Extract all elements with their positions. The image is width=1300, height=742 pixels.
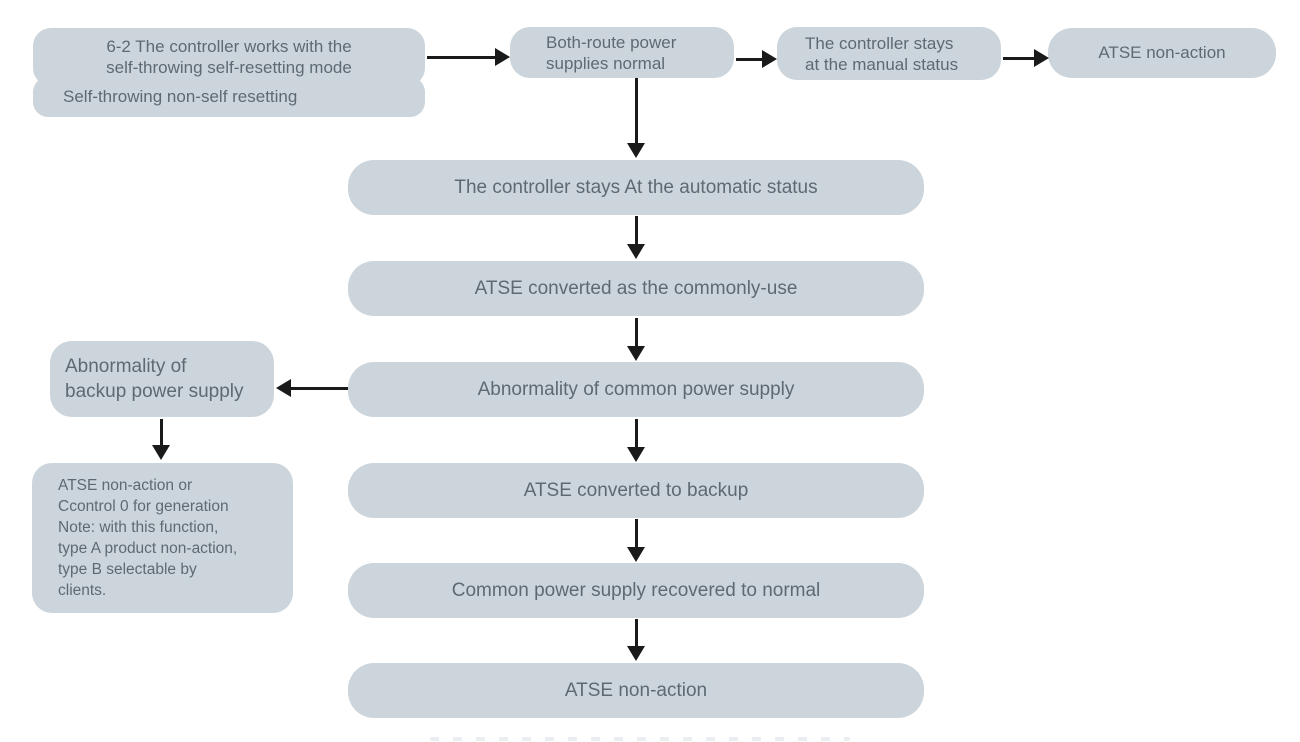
- node-text-line: type B selectable by: [58, 561, 197, 578]
- arrow-both-route-to-manual: [736, 58, 762, 61]
- node-text-line: Ccontrol 0 for generation: [58, 498, 229, 515]
- arrow-mode-to-both-route: [427, 56, 495, 59]
- node-controller-manual-status: The controller stays at the manual statu…: [777, 27, 1001, 80]
- node-note-atse-non-action-or-control: ATSE non-action or Ccontrol 0 for genera…: [32, 463, 293, 613]
- node-text-line: ATSE converted to backup: [523, 479, 749, 501]
- node-text-line: ATSE non-action: [1098, 43, 1226, 62]
- node-text-line: Note: with this function,: [58, 519, 219, 536]
- node-text-line: backup power supply: [65, 381, 244, 402]
- node-text-line: clients.: [58, 582, 107, 599]
- node-atse-non-action-top: ATSE non-action: [1048, 28, 1276, 78]
- arrow-automatic-to-commonly-use: [635, 216, 638, 244]
- node-abnormality-backup-power: Abnormality of backup power supply: [50, 341, 274, 417]
- node-self-throwing-non-self-resetting: Self-throwing non-self resetting: [33, 77, 425, 117]
- arrow-abnormality-common-to-abnormality-backup: [291, 387, 348, 390]
- node-text-line: type A product non-action,: [58, 540, 238, 557]
- node-atse-converted-commonly-use: ATSE converted as the commonly-use: [348, 261, 924, 316]
- arrow-manual-to-atse-non-action: [1003, 57, 1034, 60]
- node-atse-non-action-bottom: ATSE non-action: [348, 663, 924, 718]
- node-text-line: The controller stays At the automatic st…: [454, 176, 818, 198]
- node-both-route-power-normal: Both-route power supplies normal: [510, 27, 734, 78]
- node-abnormality-common-power: Abnormality of common power supply: [348, 362, 924, 417]
- node-controller-automatic-status: The controller stays At the automatic st…: [348, 160, 924, 215]
- arrow-abnormality-backup-to-note: [160, 419, 163, 445]
- arrow-both-route-to-automatic: [635, 78, 638, 143]
- node-text-line: Common power supply recovered to normal: [451, 579, 821, 601]
- node-text-line: Abnormality of common power supply: [477, 378, 795, 400]
- arrow-commonly-use-to-abnormality-common: [635, 318, 638, 346]
- node-text-line: 6-2 The controller works with the: [106, 37, 352, 56]
- node-text-line: Both-route power: [546, 32, 677, 52]
- node-common-power-recovered: Common power supply recovered to normal: [348, 563, 924, 618]
- arrow-recovered-to-atse-non-action: [635, 619, 638, 646]
- node-text-line: ATSE non-action: [564, 679, 708, 701]
- cutoff-caption-remnant: [430, 737, 850, 741]
- node-self-throwing-self-resetting-mode: 6-2 The controller works with the self-t…: [33, 28, 425, 86]
- arrow-abnormality-common-to-backup: [635, 419, 638, 447]
- arrow-backup-to-recovered: [635, 519, 638, 547]
- node-text-line: self-throwing self-resetting mode: [106, 58, 352, 77]
- node-text-line: ATSE non-action or: [58, 477, 193, 494]
- node-text-line: ATSE converted as the commonly-use: [474, 277, 798, 299]
- node-text-line: The controller stays: [805, 33, 954, 53]
- node-atse-converted-backup: ATSE converted to backup: [348, 463, 924, 518]
- node-text-line: supplies normal: [546, 53, 666, 73]
- node-text-line: Self-throwing non-self resetting: [63, 87, 298, 106]
- node-text-line: Abnormality of: [65, 356, 187, 377]
- node-text-line: at the manual status: [805, 54, 959, 74]
